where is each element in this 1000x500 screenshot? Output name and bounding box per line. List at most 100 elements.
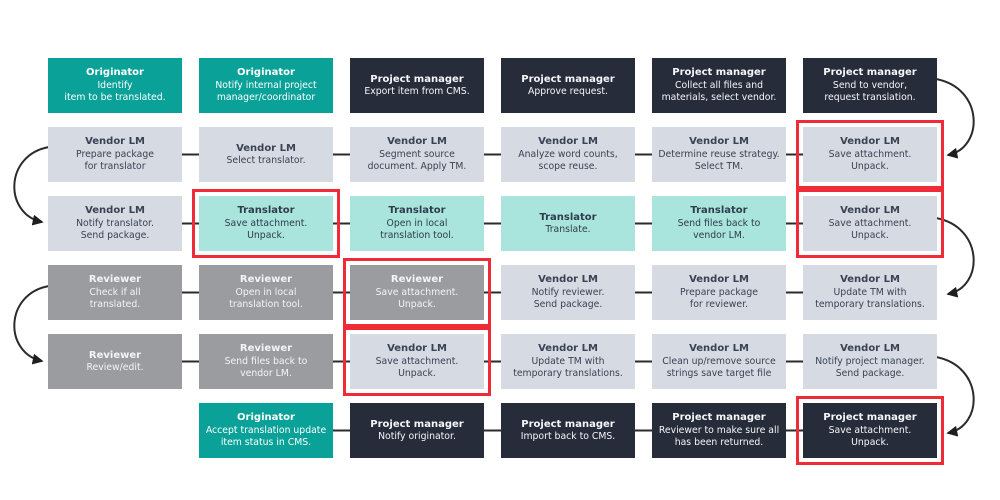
step-vendor-prepare-package-translator: Vendor LM Prepare package for translator: [48, 127, 182, 182]
step-vendor-determine-reuse: Vendor LM Determine reuse strategy. Sele…: [652, 127, 786, 182]
step-description: Collect all files and materials, select …: [661, 79, 777, 104]
step-vendor-segment-source: Vendor LM Segment source document. Apply…: [350, 127, 484, 182]
step-description: Review/edit.: [86, 362, 144, 374]
step-description: Save attachment. Unpack.: [224, 217, 308, 242]
step-role-label: Vendor LM: [538, 136, 598, 148]
step-description: Segment source document. Apply TM.: [367, 148, 467, 173]
step-role-label: Translator: [690, 205, 748, 217]
step-pm-import-back-cms: Project manager Import back to CMS.: [501, 403, 635, 458]
step-description: Notify reviewer. Send package.: [531, 286, 605, 311]
step-pm-approve-request: Project manager Approve request.: [501, 58, 635, 113]
step-reviewer-open-tool: Reviewer Open in local translation tool.: [199, 265, 333, 320]
step-reviewer-save-attachment: Reviewer Save attachment. Unpack.: [343, 258, 491, 327]
step-role-label: Vendor LM: [85, 136, 145, 148]
step-description: Analyze word counts, scope reuse.: [518, 148, 618, 173]
step-pm-save-attachment: Project manager Save attachment. Unpack.: [796, 396, 944, 465]
step-role-label: Reviewer: [239, 274, 293, 286]
step-pm-export-item: Project manager Export item from CMS.: [350, 58, 484, 113]
step-role-label: Vendor LM: [538, 274, 598, 286]
step-description: Clean up/remove source strings save targ…: [662, 355, 776, 380]
step-reviewer-review-edit: Reviewer Review/edit.: [48, 334, 182, 389]
step-role-label: Vendor LM: [387, 136, 447, 148]
step-vendor-prepare-package-reviewer: Vendor LM Prepare package for reviewer.: [652, 265, 786, 320]
step-role-label: Project manager: [521, 418, 615, 430]
step-originator-accept-translation: Originator Accept translation update ite…: [199, 403, 333, 458]
step-role-label: Vendor LM: [689, 343, 749, 355]
step-description: Notify internal project manager/coordina…: [215, 79, 317, 104]
step-role-label: Vendor LM: [236, 142, 296, 154]
step-translator-save-attachment: Translator Save attachment. Unpack.: [192, 189, 340, 258]
step-role-label: Reviewer: [239, 343, 293, 355]
step-reviewer-send-files-back: Reviewer Send files back to vendor LM.: [199, 334, 333, 389]
step-description: Select translator.: [226, 155, 306, 167]
step-description: Translate.: [545, 224, 591, 236]
step-pm-collect-files: Project manager Collect all files and ma…: [652, 58, 786, 113]
step-description: Export item from CMS.: [364, 86, 470, 98]
step-originator-identify-item: Originator Identify item to be translate…: [48, 58, 182, 113]
step-vendor-update-tm-2: Vendor LM Update TM with temporary trans…: [501, 334, 635, 389]
step-description: Save attachment. Unpack.: [828, 148, 912, 173]
step-role-label: Vendor LM: [840, 274, 900, 286]
step-role-label: Project manager: [370, 73, 464, 85]
step-translator-translate: Translator Translate.: [501, 196, 635, 251]
step-role-label: Vendor LM: [538, 343, 598, 355]
step-role-label: Vendor LM: [387, 343, 447, 355]
step-vendor-clean-up: Vendor LM Clean up/remove source strings…: [652, 334, 786, 389]
step-role-label: Project manager: [672, 67, 766, 79]
step-role-label: Reviewer: [88, 349, 142, 361]
step-description: Send files back to vendor LM.: [224, 355, 308, 380]
step-description: Approve request.: [528, 86, 608, 98]
step-description: Save attachment. Unpack.: [375, 286, 459, 311]
step-vendor-save-attachment-1: Vendor LM Save attachment. Unpack.: [796, 120, 944, 189]
step-role-label: Originator: [237, 67, 295, 79]
step-role-label: Vendor LM: [840, 343, 900, 355]
step-vendor-notify-reviewer: Vendor LM Notify reviewer. Send package.: [501, 265, 635, 320]
step-role-label: Vendor LM: [840, 205, 900, 217]
step-description: Import back to CMS.: [520, 431, 616, 443]
step-description: Update TM with temporary translations.: [815, 286, 925, 311]
step-role-label: Vendor LM: [689, 274, 749, 286]
step-translator-send-files-back: Translator Send files back to vendor LM.: [652, 196, 786, 251]
step-role-label: Reviewer: [390, 274, 444, 286]
step-description: Open in local translation tool.: [380, 217, 454, 242]
step-description: Send files back to vendor LM.: [677, 217, 761, 242]
step-role-label: Vendor LM: [85, 205, 145, 217]
step-pm-send-to-vendor: Project manager Send to vendor, request …: [803, 58, 937, 113]
step-description: Check if all translated.: [89, 286, 141, 311]
step-role-label: Originator: [237, 412, 295, 424]
step-role-label: Project manager: [823, 412, 917, 424]
step-translator-open-tool: Translator Open in local translation too…: [350, 196, 484, 251]
step-role-label: Translator: [539, 211, 597, 223]
step-description: Prepare package for reviewer.: [680, 286, 758, 311]
step-role-label: Project manager: [672, 412, 766, 424]
step-role-label: Translator: [237, 205, 295, 217]
step-vendor-notify-translator: Vendor LM Notify translator. Send packag…: [48, 196, 182, 251]
step-pm-notify-originator: Project manager Notify originator.: [350, 403, 484, 458]
step-description: Identify item to be translated.: [64, 79, 166, 104]
step-vendor-save-attachment-3: Vendor LM Save attachment. Unpack.: [343, 327, 491, 396]
step-description: Save attachment. Unpack.: [828, 217, 912, 242]
step-description: Open in local translation tool.: [229, 286, 303, 311]
step-description: Notify translator. Send package.: [76, 217, 154, 242]
step-description: Reviewer to make sure all has been retur…: [658, 424, 780, 449]
step-pm-check-returned: Project manager Reviewer to make sure al…: [652, 403, 786, 458]
flow-arc-left-2: [13, 285, 50, 365]
step-description: Save attachment. Unpack.: [375, 355, 459, 380]
step-vendor-update-tm-1: Vendor LM Update TM with temporary trans…: [803, 265, 937, 320]
step-description: Save attachment. Unpack.: [828, 424, 912, 449]
step-role-label: Project manager: [370, 418, 464, 430]
step-description: Accept translation update item status in…: [205, 424, 327, 449]
step-reviewer-check-translated: Reviewer Check if all translated.: [48, 265, 182, 320]
step-description: Prepare package for translator: [76, 148, 154, 173]
step-role-label: Translator: [388, 205, 446, 217]
step-description: Notify originator.: [378, 431, 456, 443]
step-vendor-select-translator: Vendor LM Select translator.: [199, 127, 333, 182]
step-description: Determine reuse strategy. Select TM.: [658, 148, 780, 173]
step-vendor-analyze-word-counts: Vendor LM Analyze word counts, scope reu…: [501, 127, 635, 182]
step-vendor-notify-pm: Vendor LM Notify project manager. Send p…: [803, 334, 937, 389]
step-description: Notify project manager. Send package.: [815, 355, 925, 380]
step-vendor-save-attachment-2: Vendor LM Save attachment. Unpack.: [796, 189, 944, 258]
step-description: Update TM with temporary translations.: [513, 355, 623, 380]
step-originator-notify-pm: Originator Notify internal project manag…: [199, 58, 333, 113]
